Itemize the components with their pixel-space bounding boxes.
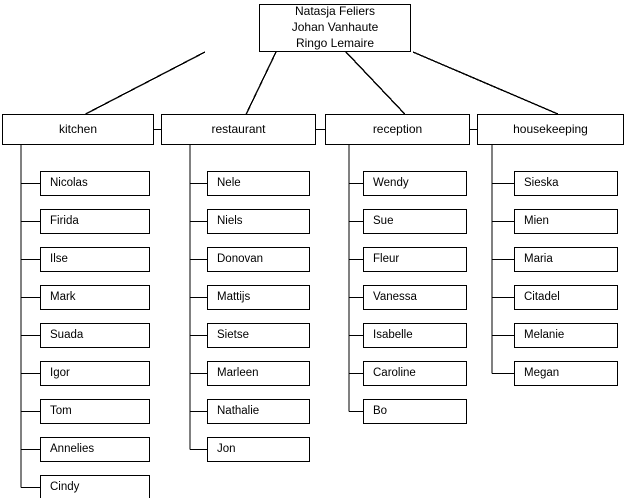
staff-box[interactable]: Wendy xyxy=(363,171,467,196)
staff-box[interactable]: Vanessa xyxy=(363,285,467,310)
staff-label: Nicolas xyxy=(50,176,88,189)
staff-label: Sietse xyxy=(217,328,249,341)
staff-box[interactable]: Suada xyxy=(40,323,150,348)
staff-box[interactable]: Marleen xyxy=(207,361,310,386)
staff-box[interactable]: Firida xyxy=(40,209,150,234)
staff-label: Vanessa xyxy=(373,290,417,303)
department-box-kitchen[interactable]: kitchen xyxy=(2,114,154,145)
staff-label: Fleur xyxy=(373,252,400,265)
department-label: kitchen xyxy=(58,121,98,136)
staff-label: Marleen xyxy=(217,366,259,379)
department-box-housekeeping[interactable]: housekeeping xyxy=(477,114,624,145)
staff-label: Wendy xyxy=(373,176,409,189)
staff-box[interactable]: Cindy xyxy=(40,475,150,498)
staff-box[interactable]: Sue xyxy=(363,209,467,234)
staff-label: Jon xyxy=(217,442,236,455)
root-name-2: Ringo Lemaire xyxy=(295,35,375,50)
staff-label: Niels xyxy=(217,214,243,227)
staff-box[interactable]: Nele xyxy=(207,171,310,196)
staff-label: Nathalie xyxy=(217,404,260,417)
staff-box[interactable]: Maria xyxy=(514,247,618,272)
staff-box[interactable]: Mien xyxy=(514,209,618,234)
staff-box[interactable]: Niels xyxy=(207,209,310,234)
staff-box[interactable]: Mattijs xyxy=(207,285,310,310)
department-box-reception[interactable]: reception xyxy=(325,114,470,145)
staff-box[interactable]: Mark xyxy=(40,285,150,310)
staff-box[interactable]: Igor xyxy=(40,361,150,386)
staff-label: Ilse xyxy=(50,252,68,265)
staff-label: Megan xyxy=(524,366,560,379)
staff-label: Caroline xyxy=(373,366,416,379)
staff-box[interactable]: Sietse xyxy=(207,323,310,348)
staff-label: Donovan xyxy=(217,252,264,265)
staff-box[interactable]: Donovan xyxy=(207,247,310,272)
staff-label: Tom xyxy=(50,404,72,417)
department-label: restaurant xyxy=(211,121,266,136)
staff-label: Sieska xyxy=(524,176,559,189)
staff-label: Maria xyxy=(524,252,553,265)
staff-label: Citadel xyxy=(524,290,560,303)
staff-box[interactable]: Tom xyxy=(40,399,150,424)
staff-label: Mattijs xyxy=(217,290,251,303)
management-box[interactable]: Natasja Feliers Johan Vanhaute Ringo Lem… xyxy=(259,4,411,52)
staff-label: Bo xyxy=(373,404,388,417)
staff-box[interactable]: Nicolas xyxy=(40,171,150,196)
department-box-restaurant[interactable]: restaurant xyxy=(161,114,316,145)
staff-label: Melanie xyxy=(524,328,565,341)
root-name-1: Johan Vanhaute xyxy=(291,20,379,35)
staff-label: Cindy xyxy=(50,480,80,493)
staff-box[interactable]: Melanie xyxy=(514,323,618,348)
staff-label: Nele xyxy=(217,176,241,189)
staff-box[interactable]: Citadel xyxy=(514,285,618,310)
department-label: housekeeping xyxy=(513,121,588,136)
staff-label: Mien xyxy=(524,214,549,227)
staff-box[interactable]: Jon xyxy=(207,437,310,462)
staff-box[interactable]: Fleur xyxy=(363,247,467,272)
staff-label: Firida xyxy=(50,214,79,227)
staff-box[interactable]: Nathalie xyxy=(207,399,310,424)
staff-box[interactable]: Annelies xyxy=(40,437,150,462)
staff-label: Mark xyxy=(50,290,76,303)
staff-box[interactable]: Isabelle xyxy=(363,323,467,348)
staff-label: Sue xyxy=(373,214,394,227)
staff-label: Annelies xyxy=(50,442,95,455)
staff-box[interactable]: Sieska xyxy=(514,171,618,196)
staff-box[interactable]: Caroline xyxy=(363,361,467,386)
staff-box[interactable]: Megan xyxy=(514,361,618,386)
staff-label: Isabelle xyxy=(373,328,413,341)
staff-label: Suada xyxy=(50,328,84,341)
staff-box[interactable]: Ilse xyxy=(40,247,150,272)
department-label: reception xyxy=(372,121,423,136)
root-name-0: Natasja Feliers xyxy=(294,4,376,19)
staff-box[interactable]: Bo xyxy=(363,399,467,424)
staff-label: Igor xyxy=(50,366,70,379)
